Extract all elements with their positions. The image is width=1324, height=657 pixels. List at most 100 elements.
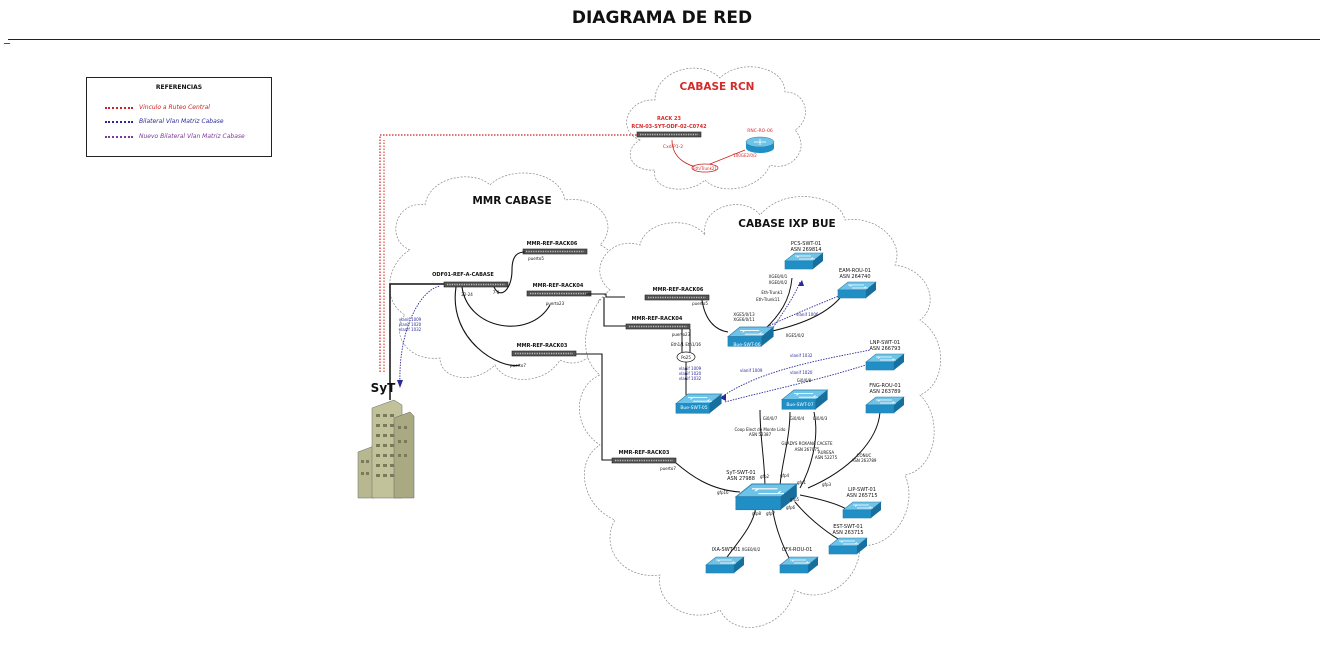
mmr-vlan-1: vlanif 1009	[399, 317, 422, 322]
ixp-rack03-panel	[611, 457, 677, 464]
legend-line-icon	[105, 120, 133, 123]
mmr-rack06-panel	[522, 248, 588, 255]
pcs-iface-3: Eth-Trunk1	[761, 290, 783, 295]
cloud-title-ixp: CABASE IXP BUE	[738, 218, 835, 230]
syt-port-2: gfp2	[760, 474, 769, 479]
bue07-iface-3: Gi0/0/3	[813, 416, 828, 421]
link-ruteo-central	[379, 134, 640, 372]
rcn-odf-label: RCN-03-SYT-ODF-02-C0742	[631, 124, 707, 130]
mmr-rack04-label: MMR-REF-RACK04	[533, 283, 584, 289]
coop-asn: ASN 52387	[749, 432, 772, 437]
ixp-links	[675, 277, 881, 561]
corner-mark: _	[4, 30, 10, 44]
conuc-asn: ASN 263789	[852, 458, 877, 463]
bue07-iface-up: Gi0/0/8	[797, 378, 812, 383]
title-divider	[8, 39, 1320, 40]
arrow-icon	[798, 280, 804, 286]
legend-box: REFERENCIAS Vinculo a Ruteo Central Bila…	[86, 77, 272, 157]
fng-name: FNG-ROU-01	[869, 383, 901, 389]
rcn-iface-label: 100GE2/0/2	[733, 153, 757, 158]
mmr-rack03-panel	[511, 350, 577, 357]
gladys-name: GLADYS ROXANA CACETE	[781, 441, 833, 446]
link-syt-odf	[389, 283, 444, 400]
legend-title: REFERENCIAS	[155, 84, 203, 91]
est-name: EST-SWT-01	[833, 524, 863, 530]
mmr-odf-panel	[443, 281, 509, 288]
rcn-eth-trunk	[691, 163, 719, 173]
syt-port-5: gfp5	[790, 497, 799, 502]
cloud-title-mmr: MMR CABASE	[472, 195, 551, 207]
pcs-iface-2: XGE0/0/2	[769, 280, 788, 285]
est-asn: ASN 263715	[832, 530, 863, 536]
eam-name: EAM-ROU-01	[839, 268, 871, 274]
legend-line-icon	[105, 135, 133, 138]
mmr-rack06-port: puerto5	[528, 256, 544, 261]
ixp-vlanif-1020: vlanif 1020	[790, 370, 813, 375]
ixp-vlan-3: vlanif 1032	[679, 376, 702, 381]
bue07-label: Bue-SWT-07	[786, 402, 813, 408]
mmr-rack03-label: MMR-REF-RACK03	[517, 343, 568, 349]
lip-asn: ASN 265715	[846, 493, 877, 499]
ixp-vlan-2: vlanif 1020	[679, 371, 702, 376]
mmr-patch-cables	[454, 251, 626, 461]
bue05-label: Bue-SWT-05	[680, 405, 707, 411]
syt-swt-name: SyT-SWT-01	[726, 470, 755, 476]
site-label: SyT	[371, 381, 396, 395]
syt-port-6: gfp6	[786, 505, 795, 510]
gladys-asn: ASN 267075	[795, 447, 820, 452]
cloud-mmr-cabase	[389, 172, 617, 380]
bue07-iface-1: Gi0/0/7	[763, 416, 778, 421]
rcn-odf-panel	[636, 131, 702, 138]
ixp-rack03-label: MMR-REF-RACK03	[619, 450, 670, 456]
mmr-vlan-3: vlanif 1032	[399, 327, 422, 332]
legend-item-bilateral: Bilateral Vlan Matriz Cabase	[105, 118, 224, 125]
ixp-vlanif-1006: vlanif 1006	[796, 312, 819, 317]
syt-swt-asn: ASN 27988	[727, 476, 755, 482]
ixp-rack04-port: puerto23	[672, 332, 691, 337]
rcn-eth-label: Eth/Trunk21	[693, 166, 717, 171]
po25-bundle	[676, 351, 696, 363]
eam-asn: ASN 264740	[839, 274, 870, 280]
ixp-rack06-panel	[644, 294, 710, 301]
pcs-iface-4: Eth-Trunk11	[756, 297, 780, 302]
legend-item-nuevo-bilateral: Nuevo Bilateral Vlan Matriz Cabase	[105, 133, 245, 140]
legend-line-icon	[105, 106, 133, 109]
syt-port-3: gfp3	[822, 482, 831, 487]
bue06-iface-1: XGE5/0/13	[733, 312, 755, 317]
legend-item-ruteo: Vinculo a Ruteo Central	[105, 104, 210, 111]
arrow-icon	[397, 380, 403, 388]
lnp-name: LNP-SWT-01	[870, 340, 900, 346]
lnp-asn: ASN 266793	[869, 346, 900, 352]
auresa-asn: ASN 52275	[815, 455, 838, 460]
rcn-rack-label: RACK 23	[657, 116, 681, 122]
cloud-title-rcn: CABASE RCN	[680, 81, 755, 93]
syt-port-1: gfp1	[797, 480, 806, 485]
syt-port-7: gfp7	[766, 511, 775, 516]
ixp-rack04-label: MMR-REF-RACK04	[632, 316, 683, 322]
mmr-odf-ports-b: 7-8	[493, 290, 500, 295]
cfx-name: CFX-ROU-01	[782, 547, 813, 553]
ixa-name: IXA-SWT-01	[712, 547, 741, 553]
ixa-iface: XGE0/0/2	[742, 547, 761, 552]
mmr-odf-ports-a: 22-24	[461, 292, 473, 297]
ixp-vlan-1: vlanif 1009	[679, 366, 702, 371]
legend-item-label: Vinculo a Ruteo Central	[139, 104, 210, 111]
fng-asn: ASN 263789	[869, 389, 900, 395]
mmr-rack04-panel	[526, 290, 592, 297]
auresa-name: AURESA	[818, 450, 835, 455]
link-vlan-syt-odf	[399, 285, 441, 386]
bue06-label: Bue-SWT-06	[733, 342, 760, 348]
mmr-vlan-2: vlanif 1020	[399, 322, 422, 327]
arrow-icon	[720, 394, 726, 401]
pcs-asn: ASN 269814	[790, 247, 821, 253]
ixp-vlanif-1032: vlanif 1032	[790, 353, 813, 358]
syt-port-8: gfp8	[752, 511, 761, 516]
bue07-iface-2: Gi0/0/4	[790, 416, 805, 421]
mmr-rack04-port: puerto23	[546, 301, 565, 306]
lip-name: LIP-SWT-01	[848, 487, 876, 493]
mmr-odf-label: ODF01-REF-A-CABASE	[432, 272, 494, 278]
ixp-vlanif-1009: vlanif 1009	[740, 368, 763, 373]
mmr-rack06-label: MMR-REF-RACK06	[527, 241, 578, 247]
coop-name: Coop Elect de Monte Lido	[735, 427, 787, 432]
